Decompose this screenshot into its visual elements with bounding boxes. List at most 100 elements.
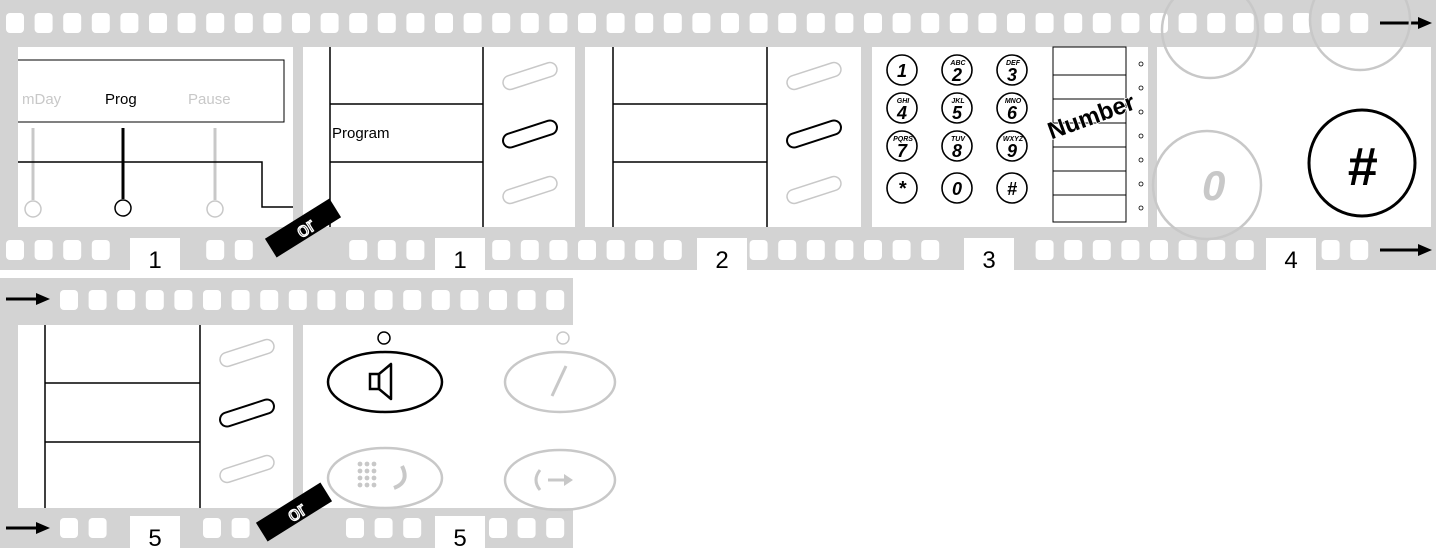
sprocket-hole <box>1322 240 1340 260</box>
sprocket-hole <box>978 13 996 33</box>
transfer-dot <box>358 469 363 474</box>
sprocket-hole <box>778 240 796 260</box>
sprocket-hole <box>435 13 453 33</box>
keypad-key-digit: 2 <box>951 65 962 85</box>
sprocket-hole <box>521 13 539 33</box>
sprocket-hole <box>460 290 478 310</box>
sprocket-hole <box>1264 13 1282 33</box>
sprocket-hole <box>174 290 192 310</box>
sprocket-hole <box>1350 13 1368 33</box>
sprocket-hole <box>378 240 396 260</box>
sprocket-hole <box>692 13 710 33</box>
sprocket-hole <box>635 13 653 33</box>
transfer-dot <box>358 462 363 467</box>
sprocket-hole <box>778 13 796 33</box>
faded-key-0-label: 0 <box>1202 162 1225 209</box>
step-number: 4 <box>1284 247 1297 274</box>
keypad-key-digit: 5 <box>952 103 963 123</box>
frame-2-program-menu: Program <box>303 47 575 227</box>
sprocket-hole <box>518 518 536 538</box>
keypad-key-digit: * <box>898 178 907 200</box>
step-number: 2 <box>715 247 728 274</box>
sprocket-hole <box>1093 240 1111 260</box>
sprocket-hole <box>835 240 853 260</box>
frame-4-keypad: 1ABC2DEF3GHI4JKL5MNO6PQRS7TUV8WXYZ9*0# <box>872 47 1148 227</box>
sprocket-hole <box>864 13 882 33</box>
sprocket-hole <box>378 13 396 33</box>
transfer-dot <box>365 469 370 474</box>
sprocket-hole <box>1236 240 1254 260</box>
sprocket-hole <box>1179 13 1197 33</box>
hash-key-label: # <box>1347 137 1377 197</box>
sprocket-hole <box>464 13 482 33</box>
sprocket-hole <box>235 240 253 260</box>
sprocket-hole <box>492 240 510 260</box>
transfer-dot <box>365 476 370 481</box>
frame-background <box>18 325 293 508</box>
step-number: 3 <box>982 247 995 274</box>
sprocket-hole <box>349 13 367 33</box>
sprocket-hole <box>1322 13 1340 33</box>
sprocket-hole <box>317 290 335 310</box>
sprocket-hole <box>289 290 307 310</box>
sprocket-hole <box>1036 240 1054 260</box>
sprocket-hole <box>489 290 507 310</box>
softkey-label-prog: Prog <box>105 91 137 108</box>
sprocket-hole <box>664 240 682 260</box>
sprocket-hole <box>1207 240 1225 260</box>
sprocket-hole <box>89 518 107 538</box>
softkey-button-pause <box>207 201 223 217</box>
transfer-dot <box>372 469 377 474</box>
speaker-key-outline[interactable] <box>328 352 442 412</box>
sprocket-hole <box>1350 240 1368 260</box>
sprocket-hole <box>1007 13 1025 33</box>
keypad-key-digit: 8 <box>952 141 962 161</box>
sprocket-hole <box>750 13 768 33</box>
keypad-key-digit: 0 <box>952 179 962 199</box>
transfer-dot <box>358 476 363 481</box>
sprocket-hole <box>549 13 567 33</box>
sprocket-hole <box>893 13 911 33</box>
sprocket-hole <box>146 290 164 310</box>
keypad-key-digit: 4 <box>896 103 907 123</box>
sprocket-hole <box>549 240 567 260</box>
sprocket-hole <box>864 240 882 260</box>
sprocket-hole <box>921 240 939 260</box>
sprocket-hole <box>1179 240 1197 260</box>
keypad-key-digit: 1 <box>897 61 907 81</box>
softkey-label-pause: Pause <box>188 91 231 108</box>
sprocket-hole <box>607 13 625 33</box>
step-number: 1 <box>148 247 161 274</box>
sprocket-hole <box>206 13 224 33</box>
sprocket-hole <box>807 13 825 33</box>
transfer-dot <box>358 483 363 488</box>
sprocket-hole <box>403 518 421 538</box>
sprocket-hole <box>1064 13 1082 33</box>
keypad-key-digit: 7 <box>897 141 908 161</box>
keypad-key-digit: 9 <box>1007 141 1017 161</box>
sprocket-hole <box>403 290 421 310</box>
keypad-key-digit: 3 <box>1007 65 1017 85</box>
sprocket-hole <box>578 13 596 33</box>
sprocket-hole <box>1121 240 1139 260</box>
sprocket-hole <box>63 13 81 33</box>
step-number: 5 <box>453 525 466 548</box>
sprocket-hole <box>635 240 653 260</box>
sprocket-hole <box>35 13 53 33</box>
sprocket-hole <box>1093 13 1111 33</box>
sprocket-hole <box>6 13 24 33</box>
sprocket-hole <box>406 13 424 33</box>
sprocket-hole <box>578 240 596 260</box>
sprocket-hole <box>292 13 310 33</box>
sprocket-hole <box>6 240 24 260</box>
sprocket-hole <box>546 290 564 310</box>
sprocket-hole <box>232 290 250 310</box>
sprocket-hole <box>492 13 510 33</box>
sprocket-hole <box>950 13 968 33</box>
faded-led <box>557 332 569 344</box>
sprocket-hole <box>178 13 196 33</box>
frame-background <box>303 325 573 508</box>
frame-1-display-softkeys: mDay Prog Pause <box>18 47 293 227</box>
softkey-button-left <box>25 201 41 217</box>
speaker-led <box>378 332 390 344</box>
